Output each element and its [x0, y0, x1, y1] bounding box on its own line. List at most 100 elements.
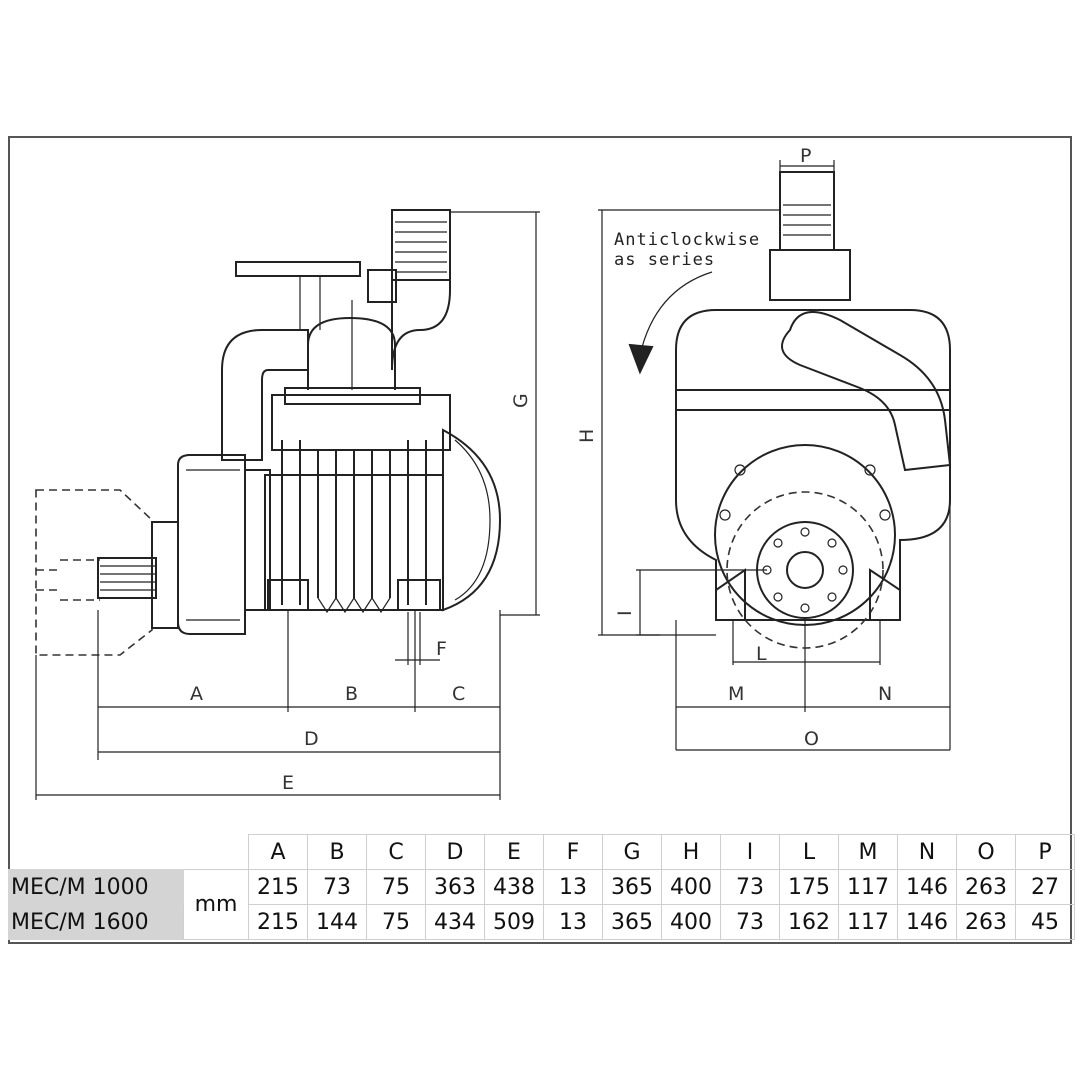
side-dimensions: A B C D E F G	[35, 211, 540, 800]
dim-o-label: O	[804, 728, 819, 750]
rear-cover	[442, 428, 502, 612]
front-manifold	[675, 389, 951, 411]
table-cell: 146	[897, 869, 957, 905]
dim-a-label: A	[190, 683, 203, 705]
table-cell: 73	[720, 869, 780, 905]
table-cell: 509	[484, 904, 544, 940]
table-row: MEC/M 1000 mm 215 73 75 363 438 13 365 4…	[8, 869, 1075, 940]
column-header: M	[838, 834, 898, 870]
front-valve-block	[769, 249, 851, 301]
column-header: D	[425, 834, 485, 870]
front-housing-top	[675, 309, 951, 575]
elbow-pipe	[221, 329, 309, 461]
dim-n-label: N	[878, 683, 892, 705]
dim-m-label: M	[728, 683, 744, 705]
column-header: O	[956, 834, 1016, 870]
splined-shaft	[97, 557, 157, 599]
front-inlet-fins	[783, 204, 831, 236]
lever-linkage	[299, 276, 321, 330]
dim-h-label: H	[576, 429, 598, 443]
table-cell: 73	[307, 869, 367, 905]
column-header: H	[661, 834, 721, 870]
column-header: N	[897, 834, 957, 870]
table-cell: 117	[838, 904, 898, 940]
rotor-disk	[714, 444, 896, 626]
column-header: I	[720, 834, 780, 870]
dimension-table: A B C D E F G H I L M N O P MEC/M 1000 m…	[8, 834, 1075, 940]
front-outlet-pipe	[781, 311, 952, 472]
table-cell: 434	[425, 904, 485, 940]
dim-g-label: G	[510, 393, 532, 408]
table-cell: 363	[425, 869, 485, 905]
column-header: A	[248, 834, 308, 870]
lever-handle	[235, 261, 361, 277]
rotation-note-line1: Anticlockwise	[614, 230, 760, 250]
front-feet	[715, 568, 901, 620]
foot-left	[267, 579, 309, 611]
table-cell: 400	[661, 869, 721, 905]
valve-body	[307, 316, 396, 390]
drawing-frame	[8, 136, 1072, 944]
pto-detail	[36, 559, 100, 601]
front-inlet-stack	[779, 171, 835, 251]
table-cell: 175	[779, 869, 839, 905]
dim-p-label: P	[800, 145, 811, 167]
table-cell: 146	[897, 904, 957, 940]
front-view: Anticlockwise as series H I L M N O P	[576, 145, 952, 751]
table-cell: 13	[543, 904, 603, 940]
table-cell: 215	[248, 869, 308, 905]
dim-f-label: F	[436, 638, 447, 660]
table-cell: 263	[956, 869, 1016, 905]
table-cell: 45	[1015, 904, 1075, 940]
table-cell: 162	[779, 904, 839, 940]
column-header: G	[602, 834, 662, 870]
column-header: L	[779, 834, 839, 870]
gearbox-edges	[186, 469, 240, 621]
model-name: MEC/M 1000	[8, 869, 184, 905]
column-header: E	[484, 834, 544, 870]
model-name: MEC/M 1600	[8, 904, 184, 940]
column-header: B	[307, 834, 367, 870]
table-cell: 400	[661, 904, 721, 940]
table-cell: 13	[543, 869, 603, 905]
pump-end-plate-left	[244, 469, 271, 611]
gearbox-body	[177, 454, 246, 635]
dim-i-label: I	[614, 610, 636, 616]
foot-right	[397, 579, 441, 611]
dim-e-label: E	[282, 772, 294, 794]
cooling-fins	[281, 440, 427, 614]
table-cell: 75	[366, 869, 426, 905]
dim-d-label: D	[304, 728, 319, 750]
bolt-holes	[719, 464, 891, 613]
rear-cover-ring	[454, 439, 491, 601]
shaft-splines	[100, 565, 156, 591]
unit-label: mm	[183, 869, 249, 940]
inlet-elbow	[391, 280, 451, 371]
inlet-fins	[395, 221, 447, 273]
table-cell: 263	[956, 904, 1016, 940]
rotation-note-line2: as series	[614, 250, 715, 270]
table-cell: 75	[366, 904, 426, 940]
side-view: A B C D E F G	[35, 209, 540, 800]
rotation-arrowhead	[628, 343, 654, 375]
front-dimensions: H I L M N O P	[576, 145, 951, 751]
table-cell: 27	[1015, 869, 1075, 905]
table-cell: 365	[602, 904, 662, 940]
hub-center	[786, 551, 824, 589]
top-manifold	[271, 394, 451, 451]
table-cell: 117	[838, 869, 898, 905]
table-cell: 215	[248, 904, 308, 940]
dim-c-label: C	[452, 683, 465, 705]
column-header: P	[1015, 834, 1075, 870]
inlet-stack	[391, 209, 451, 281]
front-housing-body	[675, 395, 901, 621]
rotation-arrow	[639, 271, 713, 356]
dim-l-label: L	[756, 643, 767, 665]
table-cell: 144	[307, 904, 367, 940]
pto-housing-outline	[35, 489, 153, 656]
table-header-row: A B C D E F G H I L M N O P	[9, 834, 1075, 870]
table-cell: 73	[720, 904, 780, 940]
column-header: F	[543, 834, 603, 870]
table-cell: 438	[484, 869, 544, 905]
